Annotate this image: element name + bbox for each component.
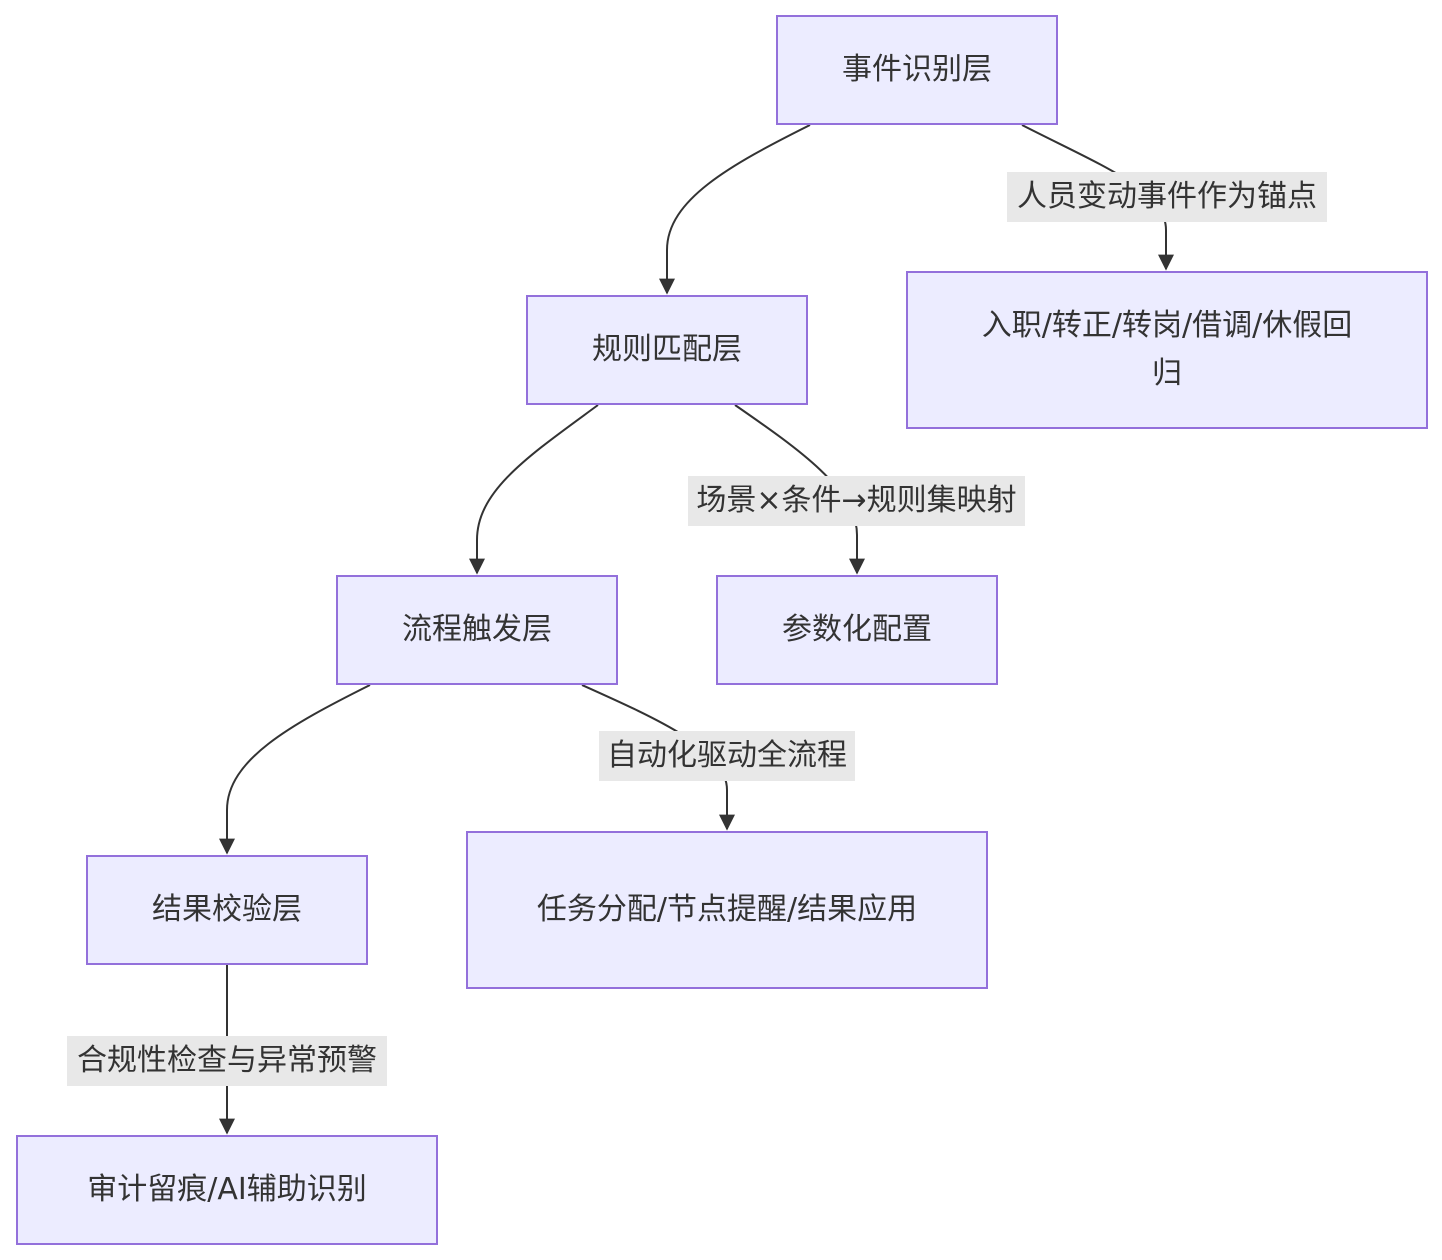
node-event-types: 入职/转正/转岗/借调/休假回归 [906, 271, 1428, 429]
node-task-ops: 任务分配/节点提醒/结果应用 [466, 831, 988, 989]
node-verify-layer: 结果校验层 [86, 855, 368, 965]
edge-rule-to-param [734, 404, 865, 575]
edge-label-compliance: 合规性检查与异常预警 [67, 1036, 387, 1086]
node-process-layer: 流程触发层 [336, 575, 618, 685]
edge-label-event-anchor: 人员变动事件作为锚点 [1007, 172, 1327, 222]
node-param-config: 参数化配置 [716, 575, 998, 685]
node-event-layer: 事件识别层 [776, 15, 1058, 125]
edge-label-automation: 自动化驱动全流程 [599, 731, 855, 781]
edge-label-rule-mapping: 场景×条件→规则集映射 [688, 476, 1025, 526]
node-rule-layer: 规则匹配层 [526, 295, 808, 405]
node-audit: 审计留痕/AI辅助识别 [16, 1135, 438, 1245]
edge-rule-to-process [469, 404, 599, 575]
edge-event-to-rule [659, 124, 811, 295]
edge-process-to-verify [219, 684, 371, 855]
